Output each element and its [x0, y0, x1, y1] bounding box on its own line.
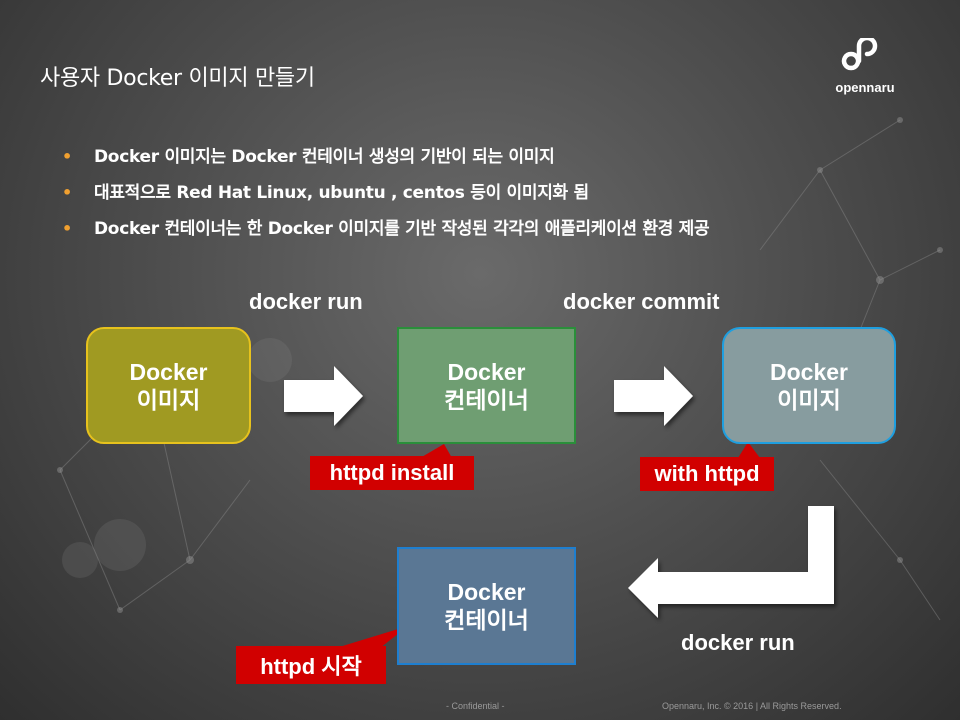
box-label-line2: 컨테이너 [444, 386, 529, 413]
footer-confidential: - Confidential - [446, 701, 505, 711]
bullet-item: • Docker 이미지는 Docker 컨테이너 생성의 기반이 되는 이미지 [62, 143, 709, 179]
slide-title: 사용자 Docker 이미지 만들기 [40, 66, 315, 91]
box-label-line1: Docker [770, 358, 848, 385]
bullet-text: Docker 이미지는 Docker 컨테이너 생성의 기반이 되는 이미지 [94, 147, 555, 167]
logo-wordmark: opennaru [835, 80, 895, 95]
box-label-line2: 이미지 [777, 386, 841, 413]
callout-with-httpd: with httpd [640, 457, 774, 491]
docker-run-label-top: docker run [249, 289, 363, 314]
docker-image-box-committed: Docker 이미지 [722, 327, 896, 444]
callout-httpd-start: httpd 시작 [236, 646, 386, 684]
docker-commit-label: docker commit [563, 289, 720, 314]
box-label-line1: Docker [447, 579, 526, 605]
callout-httpd-install: httpd install [310, 456, 474, 490]
opennaru-logo: opennaru [818, 35, 912, 102]
bullet-text: 대표적으로 Red Hat Linux, ubuntu , centos 등이 … [94, 183, 589, 203]
bullet-marker: • [62, 219, 72, 238]
docker-image-box-source: Docker 이미지 [86, 327, 251, 444]
opennaru-logo-icon [841, 35, 878, 71]
box-label-line2: 이미지 [136, 386, 201, 413]
bullet-list: •Docker 이미지는 Docker 컨테이너 생성의 기반이 되는 이미지 … [62, 143, 710, 251]
box-label-line1: Docker [447, 358, 526, 385]
box-label-line2: 컨테이너 [444, 607, 529, 633]
docker-run-label-bottom: docker run [681, 630, 795, 655]
bullet-item: • 대표적으로 Red Hat Linux, ubuntu , centos 등이… [62, 179, 709, 215]
box-label-line1: Docker [129, 358, 208, 385]
docker-container-box-new: Docker 컨테이너 [397, 547, 576, 665]
docker-container-box: Docker 컨테이너 [397, 327, 576, 444]
bullet-text: Docker 컨테이너는 한 Docker 이미지를 기반 작성된 각각의 애플… [94, 219, 710, 239]
bullet-marker: • [62, 147, 72, 166]
bullet-marker: • [62, 183, 72, 202]
footer-copyright: Opennaru, Inc. © 2016 | All Rights Reser… [662, 701, 842, 711]
bullet-item: • Docker 컨테이너는 한 Docker 이미지를 기반 작성된 각각의 애… [62, 215, 710, 251]
